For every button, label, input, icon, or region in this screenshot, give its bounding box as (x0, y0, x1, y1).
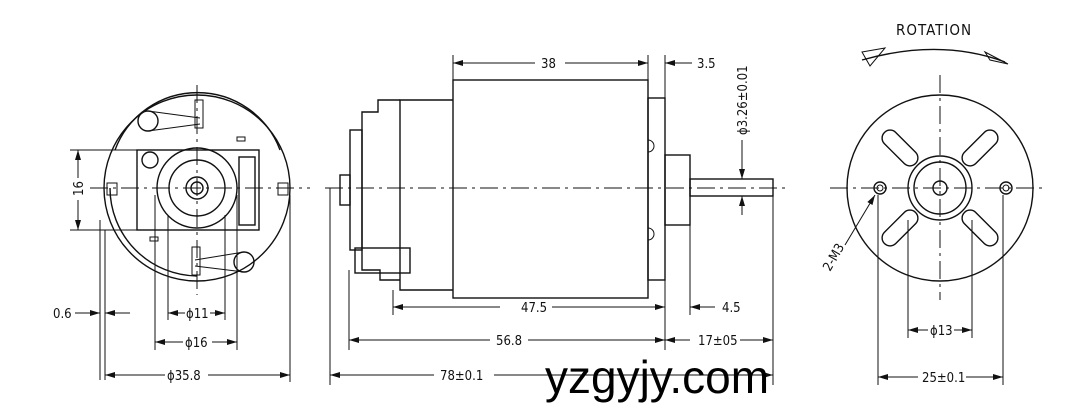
dim-25: 25±0.1 (922, 371, 965, 386)
watermark: yzgyjy.com (545, 351, 770, 403)
dim-17: 17±05 (698, 334, 738, 349)
dim-56.8: 56.8 (496, 334, 522, 349)
dim-4.5: 4.5 (722, 301, 741, 316)
dim-phi35.8: ϕ35.8 (167, 369, 201, 384)
side-view: 38 3.5 ϕ3.26±0.01 47.5 4.5 56.8 17±05 78… (325, 55, 785, 385)
dim-shaft-diameter: ϕ3.26±0.01 (736, 65, 751, 135)
rotation-label: ROTATION (896, 21, 972, 39)
dim-phi11: ϕ11 (186, 307, 209, 322)
dim-78: 78±0.1 (440, 369, 483, 384)
front-view: ROTATION 2-M3 ϕ13 25±0.1 (820, 21, 1045, 386)
dim-3.5: 3.5 (697, 57, 716, 72)
dim-phi16: ϕ16 (185, 336, 208, 351)
dim-47.5: 47.5 (521, 301, 547, 316)
dim-2-m3: 2-M3 (820, 241, 848, 274)
rotation-arrow-icon (861, 48, 1006, 63)
rear-view: 16 0.6 ϕ11 ϕ16 ϕ35.8 (53, 85, 310, 384)
dim-phi13: ϕ13 (930, 324, 953, 339)
dim-38: 38 (541, 57, 556, 72)
dim-0.6: 0.6 (53, 307, 72, 322)
dim-16: 16 (72, 181, 87, 196)
